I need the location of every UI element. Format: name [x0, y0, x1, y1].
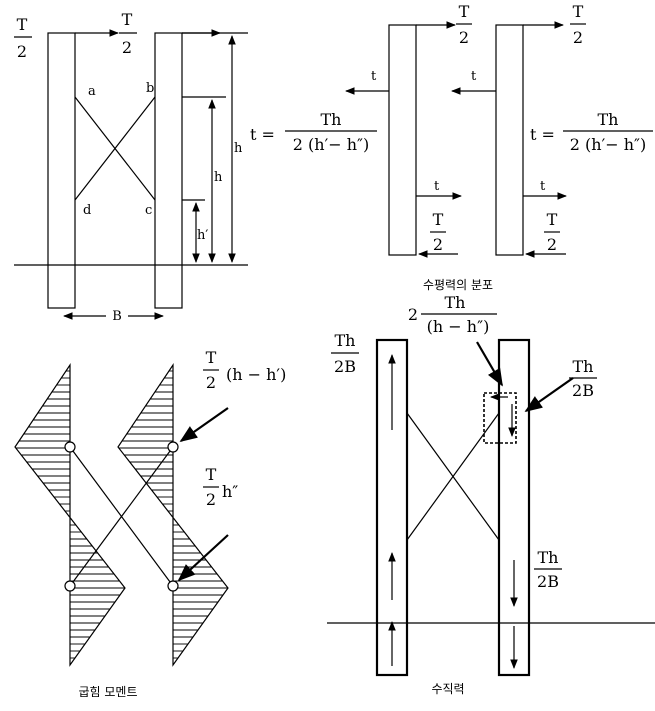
svg-text:2: 2 — [408, 305, 418, 324]
svg-text:2B: 2B — [572, 381, 594, 400]
svg-text:2B: 2B — [537, 572, 559, 591]
left-column-vertical — [375, 338, 409, 677]
label-t-col1-top: t — [371, 69, 377, 84]
vertical-force-panel: Th 2B Th 2B Th 2B 2 Th (h − h″) 수직력 — [327, 293, 655, 696]
horizontal-force-panel: T 2 T 2 t t t = Th 2 (h′− h″) t = Th 2 (… — [250, 2, 653, 292]
bending-moment-panel: T 2 (h − h′) T 2 h″ 굽힘 모멘트 — [14, 348, 286, 699]
node-b: b — [146, 81, 154, 96]
moment-diagram-right — [117, 363, 229, 667]
svg-text:2B: 2B — [334, 357, 356, 376]
caption-vertical-force: 수직력 — [431, 682, 464, 696]
right-column — [154, 32, 183, 309]
left-column-free-body — [388, 24, 417, 256]
formula-col2: t = Th 2 (h′− h″) — [530, 110, 653, 154]
brace-b-d — [74, 96, 156, 201]
base-reaction-label-col2: T 2 — [544, 210, 560, 254]
load-label-col2: T 2 — [570, 2, 586, 47]
hatching-left — [15, 370, 125, 659]
load-label-right: T 2 — [119, 10, 137, 57]
axial-label-left: Th 2B — [331, 331, 359, 376]
detail-element-box — [483, 392, 517, 444]
frame-panel: T 2 T 2 a b c d h h h′ B — [14, 10, 248, 324]
label-t-col1-bottom: t — [434, 179, 440, 194]
moment-label-top: T 2 (h − h′) — [203, 348, 286, 392]
hinge-right-top — [167, 441, 179, 453]
moment-diagram-left — [14, 363, 126, 667]
svg-text:(h − h″): (h − h″) — [427, 317, 490, 336]
label-t-col2-top: t — [471, 69, 477, 84]
svg-text:2 (h′− h″): 2 (h′− h″) — [570, 135, 646, 154]
dim-B-gap — [106, 306, 128, 324]
node-c: c — [145, 203, 152, 218]
svg-text:T: T — [17, 15, 28, 34]
svg-text:h″: h″ — [222, 482, 238, 501]
pointer-axial-arrow — [524, 377, 574, 413]
svg-text:T: T — [433, 210, 444, 229]
right-column-free-body — [495, 24, 524, 256]
svg-text:2: 2 — [122, 38, 132, 57]
right-column-vertical — [497, 338, 531, 677]
svg-text:Th: Th — [321, 110, 342, 129]
svg-text:2: 2 — [433, 235, 443, 254]
svg-text:Th: Th — [335, 331, 356, 350]
svg-text:T: T — [459, 2, 470, 21]
load-label-left: T 2 — [14, 15, 32, 61]
shear-label: 2 Th (h − h″) — [408, 293, 497, 336]
svg-text:Th: Th — [598, 110, 619, 129]
brace-line-moment-2 — [69, 446, 174, 587]
label-B: B — [112, 309, 122, 324]
node-d: d — [83, 203, 91, 218]
svg-text:T: T — [206, 465, 217, 484]
axial-label-right-top: Th 2B — [569, 357, 597, 400]
svg-text:2 (h′− h″): 2 (h′− h″) — [293, 135, 369, 154]
svg-text:Th: Th — [445, 293, 466, 312]
svg-text:T: T — [547, 210, 558, 229]
svg-text:t =: t = — [250, 125, 275, 144]
label-h-prime: h′ — [197, 228, 208, 243]
svg-text:(h − h′): (h − h′) — [226, 365, 286, 384]
svg-text:2: 2 — [206, 490, 216, 509]
label-h-inner: h — [214, 170, 223, 185]
svg-text:T: T — [206, 348, 217, 367]
svg-text:2: 2 — [17, 42, 27, 61]
caption-bending-moment: 굽힘 모멘트 — [78, 685, 137, 699]
svg-text:Th: Th — [573, 357, 594, 376]
label-h-outer: h — [234, 141, 243, 156]
svg-text:2: 2 — [459, 28, 469, 47]
svg-text:t =: t = — [530, 125, 555, 144]
axial-label-right-bottom: Th 2B — [534, 548, 562, 591]
hinge-left-top — [64, 441, 76, 453]
caption-horizontal-force: 수평력의 분포 — [423, 278, 493, 292]
label-t-col2-bottom: t — [540, 179, 546, 194]
svg-text:T: T — [122, 10, 133, 29]
moment-label-bottom: T 2 h″ — [203, 465, 238, 509]
moment-pointer-top — [179, 407, 229, 443]
svg-text:T: T — [573, 2, 584, 21]
moment-pointer-bottom — [177, 534, 229, 582]
svg-text:2: 2 — [547, 235, 557, 254]
formula-col1: t = Th 2 (h′− h″) — [250, 110, 377, 154]
node-a: a — [88, 84, 96, 99]
load-label-col1: T 2 — [456, 2, 472, 47]
left-column — [47, 32, 76, 309]
base-reaction-label-col1: T 2 — [430, 210, 446, 254]
svg-text:2: 2 — [206, 373, 216, 392]
svg-text:2: 2 — [573, 28, 583, 47]
hatching-right — [118, 370, 228, 659]
svg-text:Th: Th — [538, 548, 559, 567]
pointer-shear-arrow — [476, 341, 503, 387]
hinge-right-bottom — [167, 580, 179, 592]
hinge-left-bottom — [64, 580, 76, 592]
